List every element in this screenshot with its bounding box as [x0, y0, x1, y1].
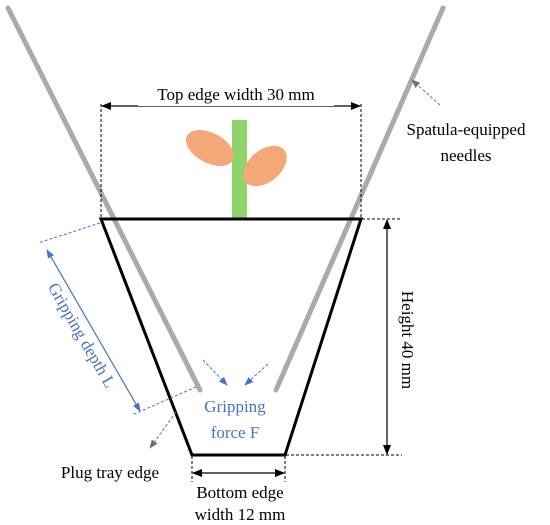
top-width-label-bg [138, 84, 334, 106]
height-label: Height 40 mm [398, 291, 417, 389]
gripping-depth-label: Gripping depth L [44, 279, 119, 391]
plug-tray-cell [98, 217, 364, 457]
needle-label-line2: needles [441, 146, 492, 165]
gripping-force-arrow-right [244, 363, 269, 386]
top-width-label: Top edge width 30 mm [157, 85, 314, 104]
right-needle [273, 5, 446, 393]
plant-left-leaf [185, 129, 235, 167]
gripping-force-line2: force F [211, 423, 260, 442]
needle-label-line1: Spatula-equipped [407, 120, 526, 139]
gripping-depth-arrow [46, 249, 141, 412]
plant-right-leaf [243, 145, 287, 187]
plug-tray-edge-arrow [149, 411, 177, 449]
gripping-depth-extension-bottom [131, 386, 197, 416]
gripping-force-line1: Gripping [204, 397, 266, 416]
left-needle [5, 5, 203, 393]
plug-tray-edge-label: Plug tray edge [61, 463, 159, 482]
gripping-force-arrow-left [202, 359, 228, 386]
needle-callout-arrow [411, 79, 441, 106]
bottom-width-line2: width 12 mm [195, 505, 286, 524]
bottom-width-line1: Bottom edge [196, 483, 283, 502]
plant-stem [232, 120, 247, 219]
gripping-depth-extension-top [37, 222, 101, 244]
